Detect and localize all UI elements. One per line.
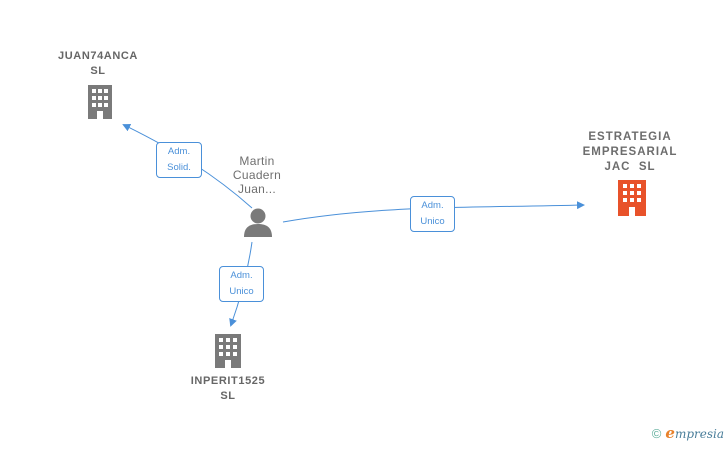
building-icon[interactable]: [85, 85, 115, 119]
company-name-line: INPERIT1525: [190, 375, 266, 387]
edge-label-adm-unico-estrategia[interactable]: Adm. Unico: [410, 196, 455, 232]
company-name-line: SL: [220, 390, 236, 402]
edge-label-line: Adm.: [230, 270, 253, 281]
empresia-logo: empresia: [665, 424, 724, 442]
person-name-line: Martin: [239, 154, 275, 168]
copyright-icon: ©: [651, 425, 662, 441]
footer-brand[interactable]: © empresia: [652, 424, 724, 442]
logo-text: mpresia: [674, 427, 724, 441]
edge-label-line: Unico: [420, 216, 445, 227]
edge-label-adm-solid[interactable]: Adm. Solid.: [156, 142, 202, 178]
edge-label-adm-unico-inperit[interactable]: Adm. Unico: [219, 266, 264, 302]
person-label[interactable]: Martin Cuadern Juan...: [215, 154, 299, 196]
person-icon[interactable]: [243, 207, 273, 237]
edge-label-line: Solid.: [167, 162, 191, 173]
edge-label-line: Unico: [229, 286, 254, 297]
company-label-juan74anca[interactable]: JUAN74ANCA SL: [48, 49, 148, 79]
company-name-line: ESTRATEGIA: [588, 131, 672, 143]
person-name-line: Juan...: [237, 182, 277, 196]
building-icon[interactable]: [212, 334, 244, 368]
company-name-line: JUAN74ANCA: [58, 50, 138, 62]
company-label-estrategia[interactable]: ESTRATEGIA EMPRESARIAL JAC SL: [565, 130, 695, 175]
company-name-line: EMPRESARIAL: [582, 146, 678, 158]
person-name-line: Cuadern: [232, 168, 282, 182]
building-icon[interactable]: [615, 180, 649, 216]
edge-label-line: Adm.: [167, 146, 191, 157]
edge-label-line: Adm.: [421, 200, 444, 211]
company-name-line: JAC SL: [604, 161, 656, 173]
company-name-line: SL: [90, 65, 106, 77]
logo-initial: e: [665, 424, 675, 442]
company-label-inperit[interactable]: INPERIT1525 SL: [178, 374, 278, 404]
